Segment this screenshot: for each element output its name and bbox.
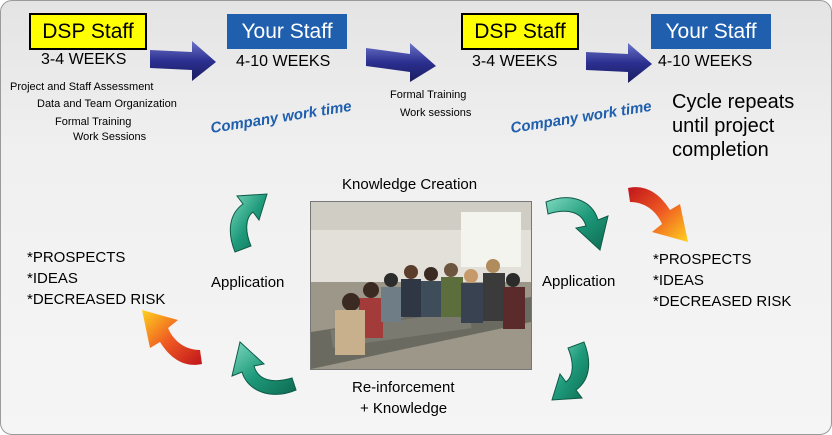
- cycle-note-line: Cycle repeats: [672, 91, 795, 113]
- your-staff-box-2: Your Staff: [651, 14, 771, 49]
- cycle-note: Cycle repeats until project completion: [672, 90, 794, 162]
- weeks-phase-2: 4-10 WEEKS: [236, 53, 331, 70]
- outcome-item: *IDEAS: [653, 272, 704, 289]
- teal-curved-arrow-icon: [229, 193, 268, 253]
- gradient-arrow-icon: [628, 187, 688, 242]
- outcome-item: *PROSPECTS: [653, 251, 752, 268]
- weeks-phase-4: 4-10 WEEKS: [658, 53, 753, 70]
- outcome-item: *DECREASED RISK: [27, 291, 166, 308]
- weeks-phase-3: 3-4 WEEKS: [472, 53, 558, 70]
- teal-curved-arrow-icon: [551, 341, 590, 401]
- your-staff-box-1: Your Staff: [227, 14, 347, 49]
- activity-item: Formal Training: [390, 89, 467, 101]
- teal-curved-arrow-icon: [545, 197, 609, 251]
- activity-item: Formal Training: [55, 116, 132, 128]
- work-session-photo: [310, 201, 532, 370]
- outcome-item: *IDEAS: [27, 270, 78, 287]
- outcomes-right: *PROSPECTS *IDEAS *DECREASED RISK: [653, 249, 791, 312]
- weeks-phase-1: 3-4 WEEKS: [41, 51, 127, 68]
- navy-arrow-icon: [150, 41, 216, 81]
- reinforcement-label: + Knowledge: [360, 400, 448, 417]
- navy-arrow-icon: [366, 43, 436, 82]
- activity-item: Data and Team Organization: [37, 98, 177, 110]
- activity-item: Work sessions: [400, 107, 472, 119]
- application-label-right: Application: [542, 273, 616, 290]
- gradient-arrow-icon: [142, 310, 202, 365]
- cycle-note-line: until project: [672, 115, 775, 137]
- application-label-left: Application: [211, 274, 285, 291]
- teal-curved-arrow-icon: [231, 341, 297, 395]
- reinforcement-label: Re-inforcement: [352, 379, 455, 396]
- outcome-item: *PROSPECTS: [27, 249, 126, 266]
- dsp-staff-box-1: DSP Staff: [29, 13, 147, 50]
- outcome-item: *DECREASED RISK: [653, 293, 792, 310]
- knowledge-creation-label: Knowledge Creation: [342, 176, 478, 193]
- cycle-note-line: completion: [672, 139, 769, 161]
- activity-item: Work Sessions: [73, 131, 147, 143]
- outcomes-left: *PROSPECTS *IDEAS *DECREASED RISK: [27, 247, 165, 310]
- dsp-staff-box-2: DSP Staff: [461, 13, 579, 50]
- activity-item: Project and Staff Assessment: [10, 81, 154, 93]
- navy-arrow-icon: [586, 43, 652, 83]
